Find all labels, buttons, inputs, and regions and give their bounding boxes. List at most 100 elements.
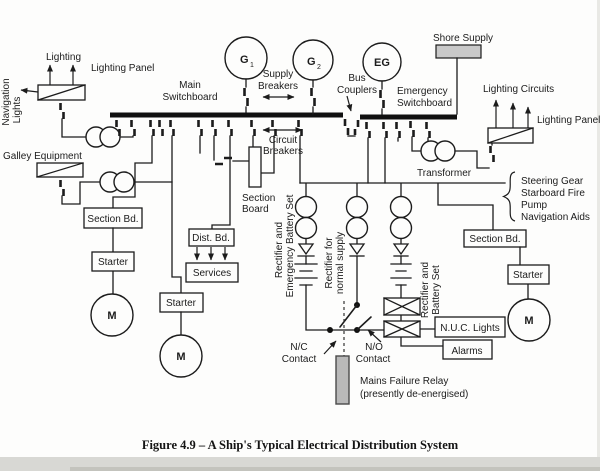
circuit-breakers-label-2: Breakers	[263, 146, 303, 157]
nuc-lights-label: N.U.C. Lights	[440, 323, 499, 334]
bus-couplers-label-1: Bus	[348, 73, 365, 84]
galley-breaker	[59, 180, 65, 196]
generator-1-subscript: 1	[250, 62, 254, 69]
navigation-aids-label: Navigation Aids	[521, 212, 590, 223]
steering-brace	[501, 171, 516, 222]
fuse-box-upper-cross	[383, 297, 421, 316]
starter-right-label: Starter	[513, 270, 544, 281]
rect-batt-label-1: Rectifier and	[420, 262, 431, 318]
rect-emerg-label-2: Emergency Battery Set	[285, 194, 296, 297]
rectifier-batt-coil-1	[389, 195, 413, 219]
rectifier-batt-coil-2	[389, 216, 413, 240]
supply-breaker-symbols	[243, 88, 385, 108]
nc-label: N/C	[290, 342, 307, 353]
generators: G 1 G 2 EG Supply Breakers Bus Couplers	[224, 36, 402, 115]
generator-stems	[245, 78, 383, 115]
lighting-panel-right-diagonal	[487, 127, 534, 144]
generator-2-subscript: 2	[317, 64, 321, 71]
page-right-edge	[597, 0, 600, 457]
right-column-wires	[519, 246, 529, 300]
starter-left-box	[91, 251, 135, 272]
left-motor-column: Section Bd. Starter M	[83, 207, 143, 337]
supply-breakers-label-1: Supply	[263, 69, 294, 80]
mains-failure-relay-coil	[335, 355, 350, 405]
steering-gear-label: Steering Gear	[521, 176, 584, 187]
lighting-panel-left-diagonal	[37, 84, 86, 101]
no-label: N/O	[365, 342, 383, 353]
emergency-battery-plates	[294, 263, 318, 286]
section-board-breaker	[215, 156, 232, 166]
battery-set-plates	[390, 263, 412, 286]
galley-group: Galley Equipment	[3, 151, 173, 205]
lighting-panel-left-group: Lighting Lighting Panel Navigation Light…	[1, 52, 154, 148]
transformer-label: Transformer	[417, 168, 472, 179]
emergency-distribution-group: Steering Gear Starboard Fire Pump Naviga…	[299, 171, 590, 342]
figure-caption: Figure 4.9 – A Ship's Typical Electrical…	[142, 438, 459, 452]
mains-failure-relay-label: Mains Failure Relay	[360, 376, 448, 387]
main-bus-circuit-breakers	[115, 120, 303, 136]
section-board-symbol	[248, 146, 262, 188]
nuc-alarm-group: N.U.C. Lights Alarms	[383, 284, 506, 360]
section-board-label-2: Board	[242, 204, 269, 215]
lighting-panel-wires	[61, 118, 134, 138]
rectifier-units: Rectifier and Emergency Battery Set Rect…	[274, 194, 442, 318]
transformer-right-coil-2	[434, 140, 456, 162]
bus-coupler-breakers	[343, 119, 360, 135]
feeder-wires	[299, 182, 506, 231]
generator-1-label: G	[240, 54, 249, 66]
no-contact-label: Contact	[356, 354, 391, 365]
emergency-feeder-wires	[367, 136, 429, 184]
section-board-label-1: Section	[242, 193, 275, 204]
starter-right-box	[507, 264, 550, 285]
navigation-lights-arrow	[20, 87, 39, 94]
motor-mid-symbol	[159, 334, 203, 378]
starter-mid-label: Starter	[166, 298, 197, 309]
navigation-lights-label: Lights	[12, 97, 23, 124]
dist-bd-label: Dist. Bd.	[192, 233, 230, 244]
relay-state-label: (presently de-energised)	[360, 389, 468, 400]
starter-left-label: Starter	[98, 257, 129, 268]
rectifier-emerg-diode	[297, 243, 315, 256]
lighting-panel-left-label: Lighting Panel	[91, 63, 154, 74]
rectifier-emerg-coil-1	[294, 195, 318, 219]
motor-left-symbol	[90, 293, 134, 337]
main-switchboard-label-1: Main	[179, 80, 201, 91]
rectifier-norm-coil-1	[345, 195, 369, 219]
section-bd-left-label: Section Bd.	[87, 214, 138, 225]
lighting-circuits-label: Lighting Circuits	[483, 84, 554, 95]
rectifier-emerg-coil-2	[294, 216, 318, 240]
lighting-label: Lighting	[46, 52, 81, 63]
bus-couplers-label-2: Couplers	[337, 85, 377, 96]
rectifier-norm-diode	[348, 243, 366, 256]
pump-label: Pump	[521, 200, 548, 211]
rect-batt-label-2: Battery Set	[431, 265, 442, 315]
switchboard-buses	[110, 112, 457, 137]
nuc-lights-box	[434, 316, 506, 338]
shore-supply-group: Shore Supply	[433, 33, 493, 115]
nuc-wires	[400, 284, 444, 347]
rect-emerg-label-1: Rectifier and	[274, 222, 285, 278]
rectifier-norm-coil-2	[345, 216, 369, 240]
main-switchboard-label-2: Switchboard	[162, 92, 217, 103]
rect-norm-label-1: Rectifier for	[324, 237, 335, 289]
motor-right-label: M	[524, 315, 533, 327]
section-bd-right-label: Section Bd.	[469, 234, 520, 245]
generator-2-label: G	[307, 56, 316, 68]
emergency-switchboard-label-2: Switchboard	[397, 98, 452, 109]
transformer-left-coil-2	[99, 126, 121, 148]
section-bd-right-box	[463, 229, 527, 248]
no-arrow	[367, 329, 382, 343]
starboard-fire-label: Starboard Fire	[521, 188, 585, 199]
alarms-label: Alarms	[451, 346, 482, 357]
emergency-generator-label: EG	[374, 57, 390, 69]
page-bottom-shadow	[70, 467, 600, 471]
emergency-bus-feeders	[365, 121, 431, 184]
main-bus-feeder-wires	[112, 135, 301, 294]
motor-left-label: M	[107, 310, 116, 322]
switch-blades	[339, 304, 372, 331]
right-panel-breaker	[489, 146, 495, 162]
emergency-switchboard-label-1: Emergency	[397, 86, 448, 97]
lighting-panel-right-label: Lighting Panel	[537, 115, 600, 126]
services-label: Services	[193, 268, 231, 279]
shore-supply-label: Shore Supply	[433, 33, 493, 44]
